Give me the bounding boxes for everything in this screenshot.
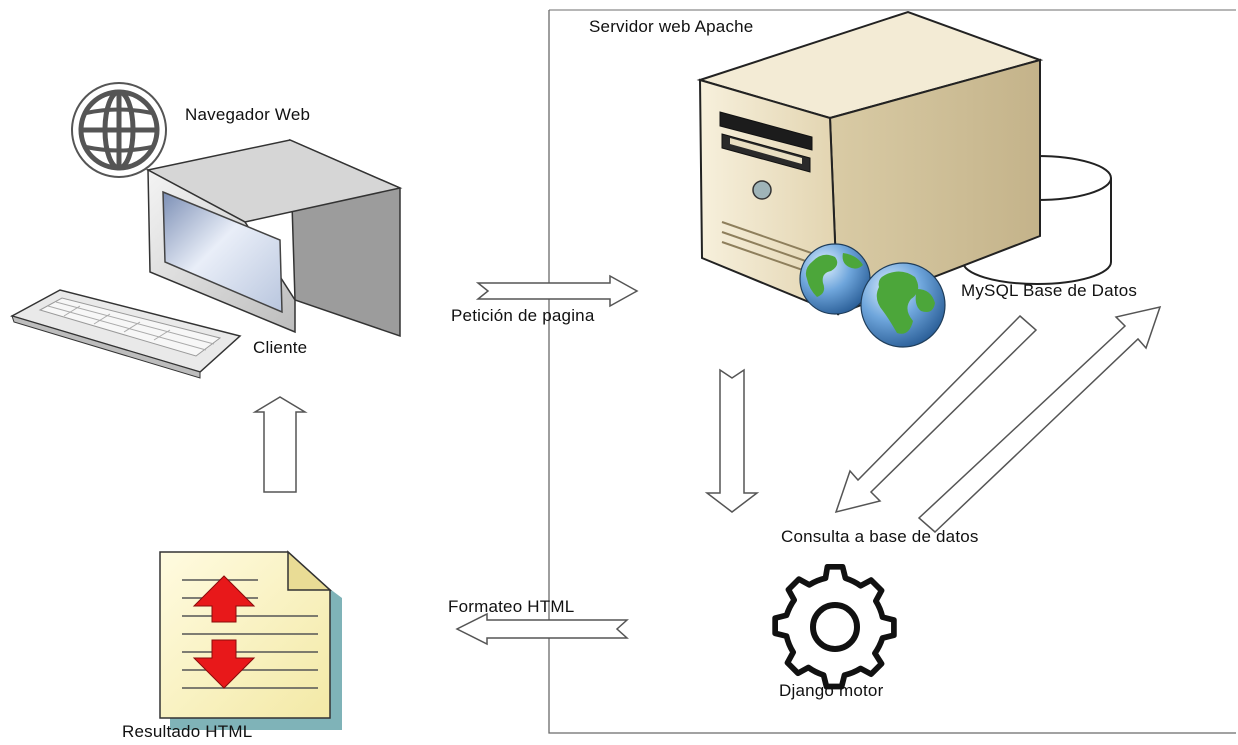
arrow-page-request <box>475 274 639 308</box>
desktop-computer-icon <box>10 138 403 379</box>
html-document-icon <box>159 550 342 730</box>
html-result-label: Resultado HTML <box>122 722 253 741</box>
server-title: Servidor web Apache <box>589 17 754 36</box>
arrow-server-to-engine <box>704 368 760 513</box>
arrow-html-format <box>455 612 629 646</box>
browser-label: Navegador Web <box>185 105 311 124</box>
db-query-label: Consulta a base de datos <box>781 527 979 546</box>
server-tower-icon <box>696 10 1044 316</box>
arrow-query-to-db <box>917 305 1162 534</box>
database-label: MySQL Base de Datos <box>961 281 1138 300</box>
server-boundary <box>548 9 1236 734</box>
globe-icon <box>71 82 167 178</box>
gear-icon <box>772 563 897 690</box>
arrow-result-to-client <box>252 396 308 493</box>
engine-label: Django motor <box>779 681 884 700</box>
earth-globe-icon <box>799 243 946 348</box>
html-format-label: Formateo HTML <box>448 597 575 616</box>
page-request-label: Petición de pagina <box>451 306 595 325</box>
client-label: Cliente <box>253 338 308 357</box>
arrow-db-to-query <box>834 314 1038 514</box>
